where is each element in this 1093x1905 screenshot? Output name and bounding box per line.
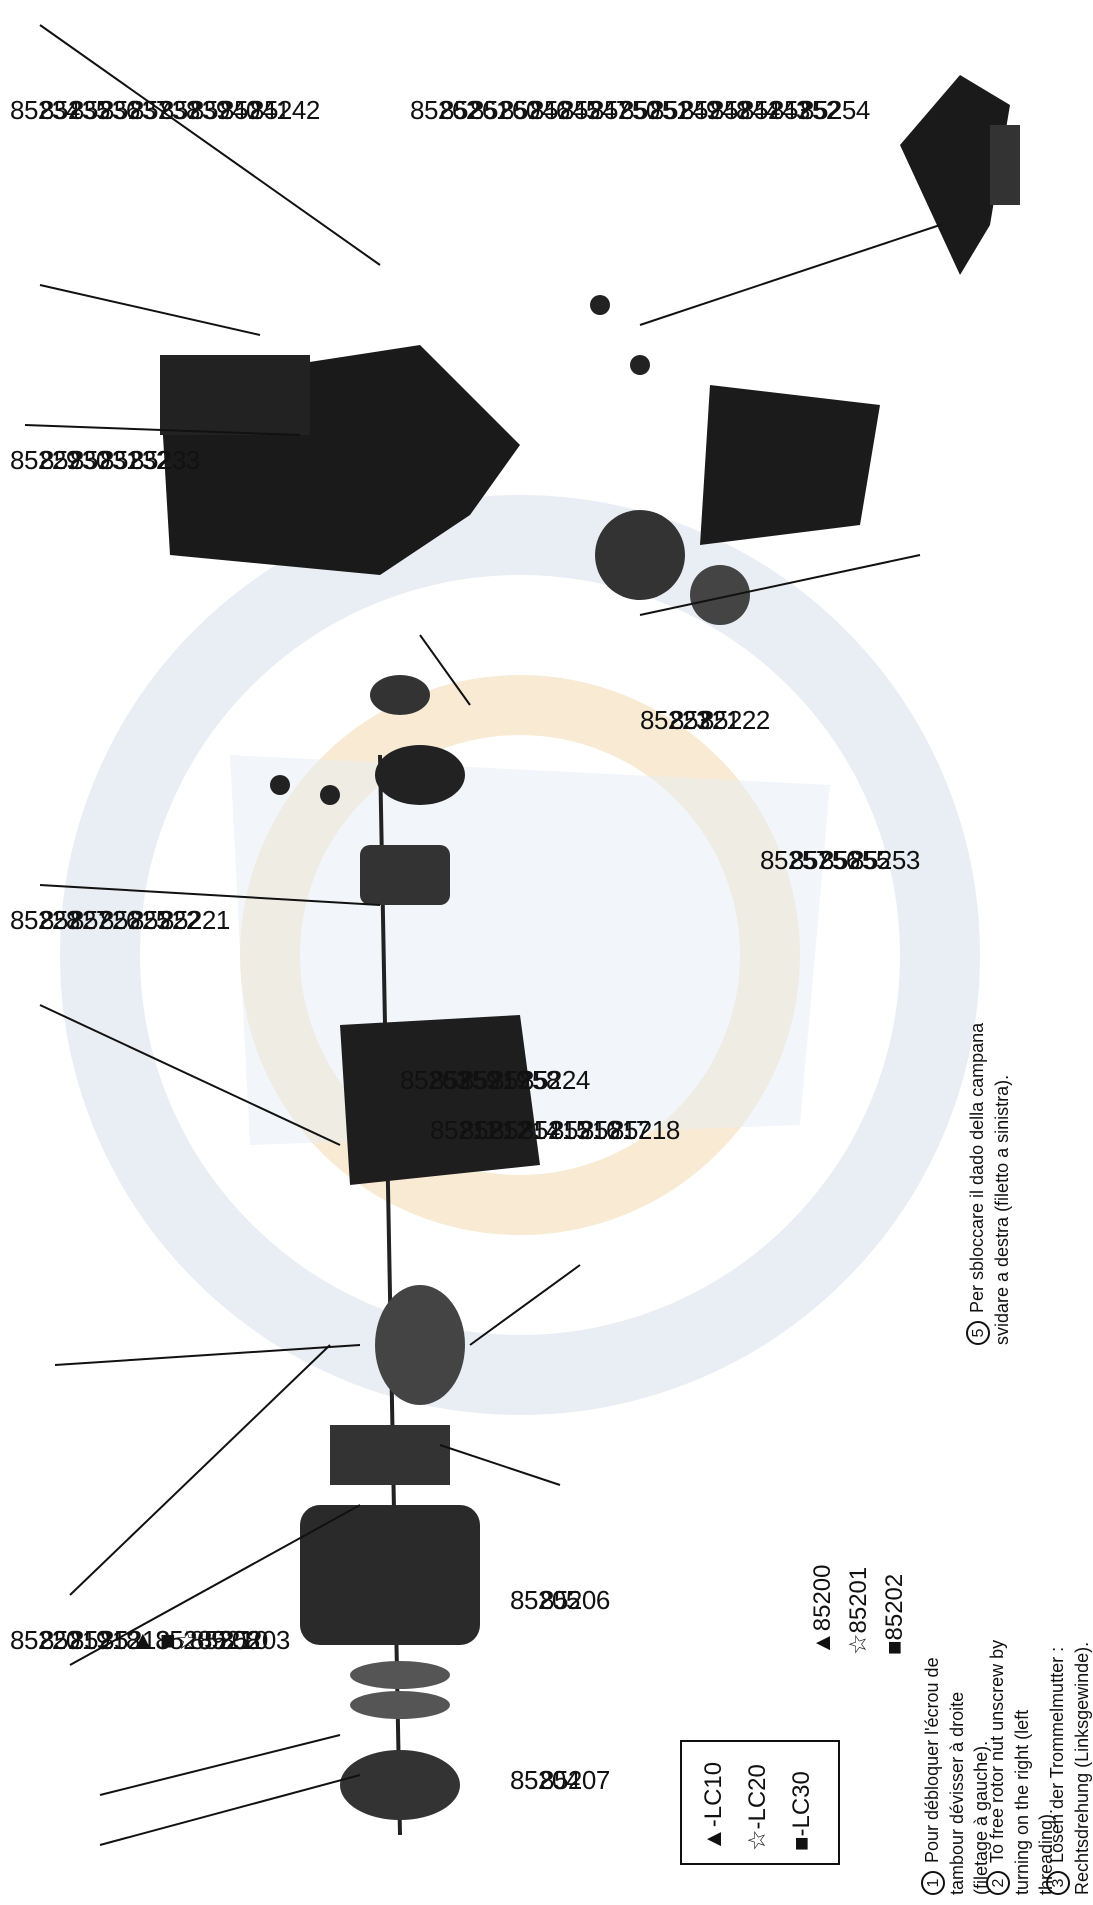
part-number-label: 85221 — [160, 905, 230, 935]
note-german: 3Lösen der Trommelmutter : Rechtsdrehung… — [1045, 1625, 1093, 1895]
drag-knob — [340, 1750, 460, 1820]
note-number: 3 — [1046, 1871, 1070, 1895]
part-number-label: 85218 — [610, 1115, 680, 1145]
model-legend: ▲-LC10 ☆-LC20 ■-LC30 — [680, 1740, 840, 1865]
note-text: Pour débloquer l'écrou de tambour déviss… — [922, 1657, 991, 1895]
rotor-cup — [330, 1425, 450, 1485]
part-number-label: 85253 — [850, 845, 920, 875]
variant-85200: ▲85200 — [809, 1564, 836, 1656]
legend-lc30: ■-LC30 — [788, 1771, 815, 1851]
rotor-housing — [340, 1015, 540, 1185]
variant-85202: ■85202 — [881, 1573, 908, 1655]
part-number-label: 85233 — [130, 445, 200, 475]
note-number: 1 — [921, 1871, 945, 1895]
legend-lc10: ▲-LC10 — [700, 1761, 727, 1851]
spool-part — [300, 1505, 480, 1645]
part-number-label: 85206 — [540, 1585, 610, 1615]
handle — [900, 75, 1010, 275]
side-cover — [700, 385, 880, 545]
variant-85201: ☆85201 — [845, 1566, 872, 1655]
part-number-label: 85224 — [520, 1065, 590, 1095]
note-italian: 5Per sbloccare il dado della campana svi… — [965, 1015, 1014, 1345]
spool-variants: ▲85200 ☆85201 ■85202 — [805, 1565, 913, 1656]
part-number-label: 85222 — [700, 705, 770, 735]
bail-arm — [375, 1285, 465, 1405]
note-number: 2 — [986, 1871, 1010, 1895]
note-text: Lösen der Trommelmutter : Rechtsdrehung … — [1047, 1641, 1092, 1895]
note-number: 5 — [966, 1321, 990, 1345]
part-number-label: 85242 — [250, 95, 320, 125]
part-number-label: 85207 — [540, 1765, 610, 1795]
reel-foot — [160, 355, 310, 435]
main-gear — [595, 510, 685, 600]
legend-lc20: ☆-LC20 — [744, 1764, 771, 1851]
note-french: 1Pour débloquer l'écrou de tambour dévis… — [920, 1625, 993, 1895]
part-number-label: 85254 — [800, 95, 870, 125]
part-number-label: 85203 — [220, 1625, 290, 1655]
note-text: Per sbloccare il dado della campana svid… — [967, 1022, 1012, 1345]
